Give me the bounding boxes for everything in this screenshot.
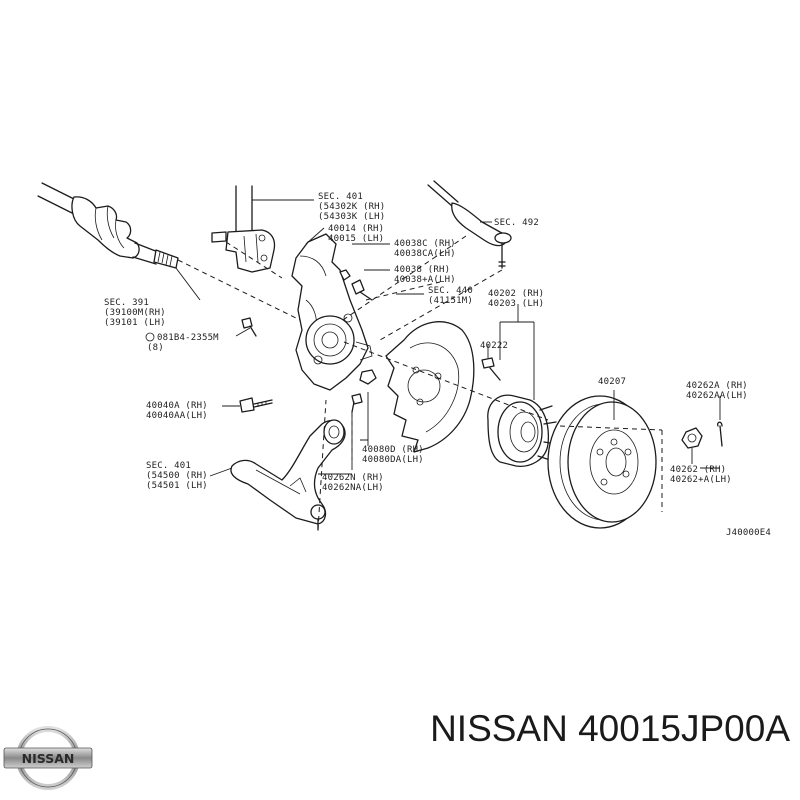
label-40080da: 40080DA(LH) [362, 455, 424, 465]
strut-assembly [211, 185, 276, 273]
knuckle-bolts [241, 269, 377, 413]
leader-lines [175, 199, 721, 477]
label-40038a: 40038+A(LH) [394, 275, 456, 285]
label-knuckle-rh: 40014 (RH) [328, 224, 384, 234]
label-39100m: (39100M(RH) [104, 308, 166, 318]
backing-plate [385, 321, 475, 453]
svg-text:NISSAN: NISSAN [22, 751, 75, 766]
label-40038c: 40038C (RH) [394, 239, 456, 249]
brake-rotor [547, 395, 657, 529]
hub-bearing [481, 357, 557, 467]
lower-control-arm [230, 419, 346, 531]
label-40040aa: 40040AA(LH) [146, 411, 208, 421]
label-40262aa: 40262AA(LH) [686, 391, 748, 401]
label-40202: 40202 (RH) [488, 289, 544, 299]
nissan-logo: NISSAN [3, 726, 93, 790]
label-arm-lh: (54501 (LH) [146, 481, 208, 491]
label-40262x: 40262+A(LH) [670, 475, 732, 485]
label-40207: 40207 [598, 377, 626, 387]
label-strut-lh: (54303K (LH) [318, 212, 385, 222]
diagram-code: J40000E4 [726, 528, 771, 538]
label-sec401-top: SEC. 401 [318, 192, 363, 202]
label-40080d: 40080D (RH) [362, 445, 424, 455]
label-sec391: SEC. 391 [104, 298, 149, 308]
label-bolt-code: 081B4-2355M [157, 333, 219, 343]
part-number-title: NISSAN 40015JP00A [430, 708, 790, 749]
assembly-lines [177, 235, 663, 531]
steering-knuckle [291, 233, 373, 391]
label-40038ca: 40038CA(LH) [394, 249, 456, 259]
label-40262n: 40262N (RH) [322, 473, 384, 483]
label-arm-rh: (54500 (RH) [146, 471, 208, 481]
drive-shaft [37, 182, 179, 269]
label-knuckle-lh: 40015 (LH) [328, 234, 384, 244]
bolt-code-badge [145, 332, 155, 342]
label-sec492: SEC. 492 [494, 218, 539, 228]
label-40262a: 40262A (RH) [686, 381, 748, 391]
axle-nut-and-pin [681, 421, 723, 449]
knuckle-bolt-40040a [239, 397, 273, 413]
label-40262na: 40262NA(LH) [322, 483, 384, 493]
label-bolt-qty: (8) [147, 343, 164, 353]
label-40203: 40203 (LH) [488, 299, 544, 309]
label-39101: (39101 (LH) [104, 318, 166, 328]
label-41151m: (41151M) [428, 296, 473, 306]
tie-rod-end [427, 180, 512, 269]
label-strut-rh: (54302K (RH) [318, 202, 385, 212]
label-sec440: SEC. 440 [428, 286, 473, 296]
label-40038: 40038 (RH) [394, 265, 450, 275]
callout-labels: SEC. 401 (54302K (RH) (54303K (LH) SEC. … [104, 192, 771, 538]
label-40222: 40222 [480, 341, 508, 351]
label-40040a: 40040A (RH) [146, 401, 208, 411]
label-40262: 40262 (RH) [670, 465, 726, 475]
label-sec401-low: SEC. 401 [146, 461, 191, 471]
